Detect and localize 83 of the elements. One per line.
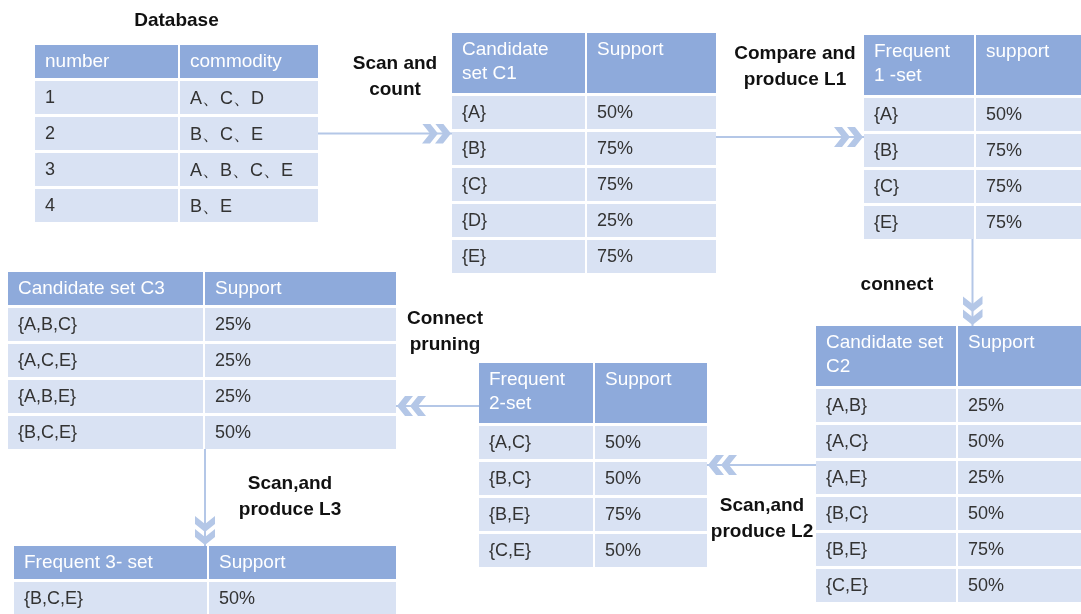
table-cell: {B,C} xyxy=(479,462,593,495)
table-cell: B、E xyxy=(180,189,318,222)
table-cell: 50% xyxy=(595,462,707,495)
header-cell: Candidate set C1 xyxy=(452,33,585,93)
table-cell: 50% xyxy=(595,534,707,567)
table-cell: {B,C,E} xyxy=(14,582,207,614)
table-cell: A、C、D xyxy=(180,81,318,114)
table-cell: {A} xyxy=(452,96,585,129)
table-cell: 75% xyxy=(976,206,1081,239)
table-cell: 50% xyxy=(958,425,1081,458)
table-cell: {B} xyxy=(452,132,585,165)
edge-label: Scan,and produce L3 xyxy=(237,471,343,521)
table-cell: 75% xyxy=(976,170,1081,203)
edge-label: Compare and produce L1 xyxy=(733,41,857,91)
table-cell: {A,B,C} xyxy=(8,308,203,341)
edge-label: Connect pruning xyxy=(406,306,484,356)
table-cell: 3 xyxy=(35,153,178,186)
table-cell: 1 xyxy=(35,81,178,114)
header-cell: Support xyxy=(205,272,396,305)
table-cell: A、B、C、E xyxy=(180,153,318,186)
edge-label: Scan,and produce L2 xyxy=(709,493,815,543)
header-cell: Support xyxy=(209,546,396,579)
data-table xyxy=(479,363,707,567)
header-cell: Frequent 2-set xyxy=(479,363,593,423)
data-table xyxy=(816,326,1081,602)
table-cell: 25% xyxy=(958,389,1081,422)
table-cell: 4 xyxy=(35,189,178,222)
table-cell: 50% xyxy=(976,98,1081,131)
header-cell: Support xyxy=(595,363,707,423)
header-cell: number xyxy=(35,45,178,78)
table-cell: 50% xyxy=(958,497,1081,530)
table-cell: 25% xyxy=(958,461,1081,494)
table-cell: {E} xyxy=(452,240,585,273)
data-table xyxy=(8,272,396,449)
table-cell: {B,C} xyxy=(816,497,956,530)
data-table xyxy=(864,35,1081,239)
table-cell: {A,C} xyxy=(479,426,593,459)
table-cell: 25% xyxy=(205,344,396,377)
table-cell: 75% xyxy=(976,134,1081,167)
table-heading: Database xyxy=(133,9,220,31)
table-cell: {A,E} xyxy=(816,461,956,494)
table-cell: 75% xyxy=(587,240,716,273)
header-cell: Frequent 3- set xyxy=(14,546,207,579)
table-cell: 75% xyxy=(587,132,716,165)
table-cell: {C} xyxy=(452,168,585,201)
header-cell: commodity xyxy=(180,45,318,78)
table-cell: 50% xyxy=(958,569,1081,602)
table-cell: {A,B,E} xyxy=(8,380,203,413)
header-cell: support xyxy=(976,35,1081,95)
table-cell: {B} xyxy=(864,134,974,167)
header-cell: Frequent 1 -set xyxy=(864,35,974,95)
table-cell: 75% xyxy=(958,533,1081,566)
table-cell: 25% xyxy=(205,308,396,341)
data-table xyxy=(14,546,396,614)
table-cell: 50% xyxy=(595,426,707,459)
table-cell: 50% xyxy=(209,582,396,614)
header-cell: Candidate set C2 xyxy=(816,326,956,386)
table-cell: B、C、E xyxy=(180,117,318,150)
table-cell: 50% xyxy=(587,96,716,129)
data-table xyxy=(452,33,716,273)
table-cell: {D} xyxy=(452,204,585,237)
header-cell: Support xyxy=(587,33,716,93)
header-cell: Candidate set C3 xyxy=(8,272,203,305)
table-cell: {E} xyxy=(864,206,974,239)
edge-label: connect xyxy=(859,272,935,296)
table-cell: {B,C,E} xyxy=(8,416,203,449)
table-cell: {B,E} xyxy=(479,498,593,531)
edge-label: Scan and count xyxy=(351,51,439,101)
table-cell: {A} xyxy=(864,98,974,131)
table-cell: 75% xyxy=(595,498,707,531)
table-cell: {A,C} xyxy=(816,425,956,458)
table-cell: 50% xyxy=(205,416,396,449)
table-cell: {A,B} xyxy=(816,389,956,422)
table-cell: {A,C,E} xyxy=(8,344,203,377)
table-cell: 25% xyxy=(587,204,716,237)
header-cell: Support xyxy=(958,326,1081,386)
table-cell: {C,E} xyxy=(816,569,956,602)
table-cell: {B,E} xyxy=(816,533,956,566)
table-cell: 75% xyxy=(587,168,716,201)
table-cell: {C,E} xyxy=(479,534,593,567)
table-cell: {C} xyxy=(864,170,974,203)
table-cell: 2 xyxy=(35,117,178,150)
table-cell: 25% xyxy=(205,380,396,413)
